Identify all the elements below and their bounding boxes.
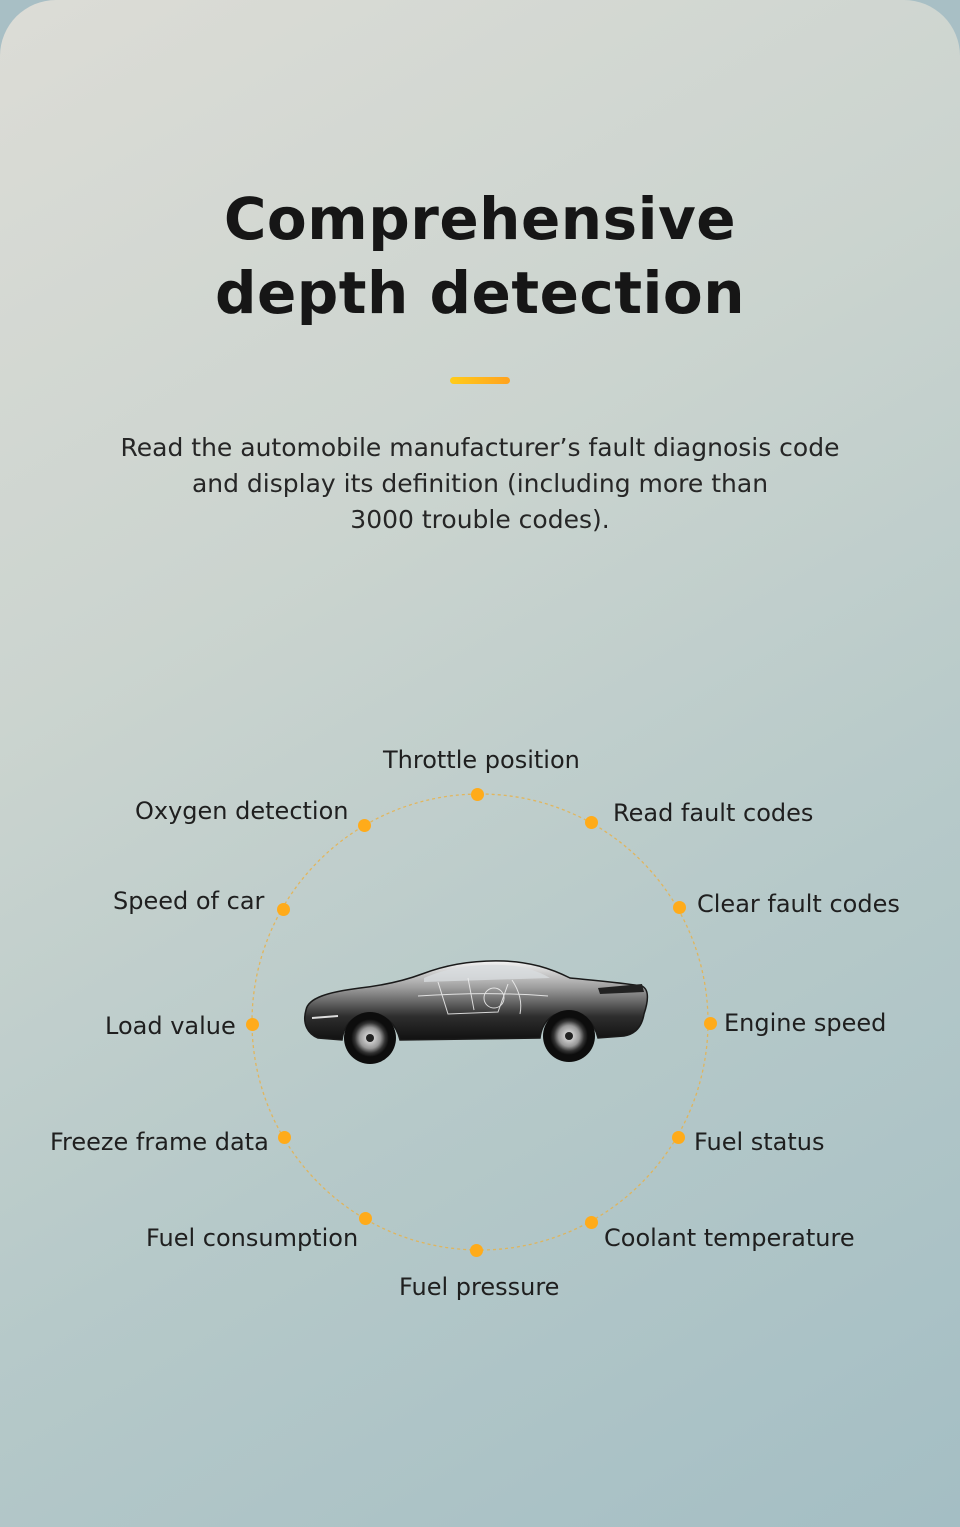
feature-dot bbox=[276, 902, 290, 916]
description-line3: 3000 trouble codes). bbox=[350, 505, 610, 534]
feature-throttle-position: Throttle position bbox=[383, 746, 580, 774]
feature-coolant-temperature: Coolant temperature bbox=[604, 1224, 855, 1252]
feature-engine-speed: Engine speed bbox=[724, 1009, 887, 1037]
feature-dot bbox=[470, 787, 484, 801]
feature-fuel-status: Fuel status bbox=[694, 1128, 825, 1156]
feature-dot bbox=[584, 1215, 598, 1229]
feature-dot bbox=[358, 1211, 372, 1225]
feature-dot bbox=[584, 815, 598, 829]
feature-dot bbox=[703, 1016, 717, 1030]
description-line1: Read the automobile manufacturer’s fault… bbox=[120, 433, 840, 462]
feature-clear-fault-codes: Clear fault codes bbox=[697, 890, 900, 918]
feature-dot bbox=[469, 1243, 483, 1257]
feature-load-value: Load value bbox=[105, 1012, 236, 1040]
feature-speed-of-car: Speed of car bbox=[113, 887, 265, 915]
feature-fuel-consumption: Fuel consumption bbox=[146, 1224, 359, 1252]
feature-dot bbox=[672, 900, 686, 914]
title-accent-bar bbox=[450, 377, 510, 384]
feature-oxygen-detection: Oxygen detection bbox=[135, 797, 349, 825]
feature-dot bbox=[245, 1017, 259, 1031]
feature-dot bbox=[277, 1130, 291, 1144]
feature-dot bbox=[357, 818, 371, 832]
feature-freeze-frame-data: Freeze frame data bbox=[50, 1128, 269, 1156]
feature-dot bbox=[671, 1130, 685, 1144]
car-xray-icon bbox=[304, 960, 649, 1064]
feature-read-fault-codes: Read fault codes bbox=[613, 799, 814, 827]
page-title-line2: depth detection bbox=[214, 259, 746, 327]
description-line2: and display its definition (including mo… bbox=[191, 469, 769, 498]
page-title-line1: Comprehensive bbox=[223, 185, 737, 253]
feature-fuel-pressure: Fuel pressure bbox=[399, 1273, 560, 1301]
